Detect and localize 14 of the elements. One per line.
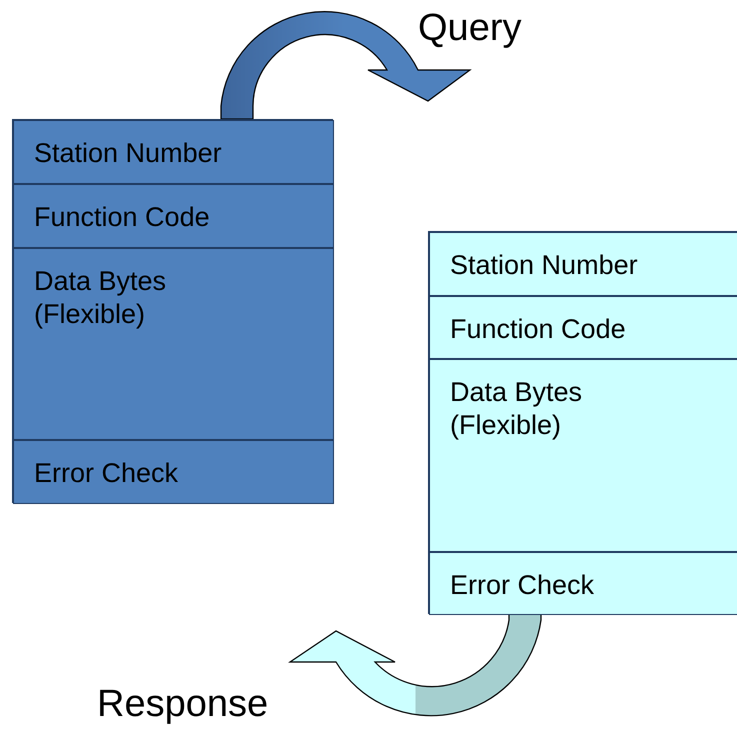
field-cell: Error Check xyxy=(13,440,334,504)
field-cell: Data Bytes (Flexible) xyxy=(429,359,737,552)
field-cell: Function Code xyxy=(429,296,737,359)
curved-arrow xyxy=(220,11,471,120)
field-cell: Station Number xyxy=(13,120,334,184)
stack-frame xyxy=(428,231,737,614)
field-cell: Error Check xyxy=(429,552,737,615)
edge-label: Response xyxy=(97,682,268,726)
stack-frame xyxy=(12,119,333,503)
edge-label: Query xyxy=(418,6,522,50)
field-cell: Data Bytes (Flexible) xyxy=(13,248,334,440)
curved-arrow xyxy=(289,613,542,716)
field-cell: Function Code xyxy=(13,184,334,248)
field-cell: Station Number xyxy=(429,232,737,296)
